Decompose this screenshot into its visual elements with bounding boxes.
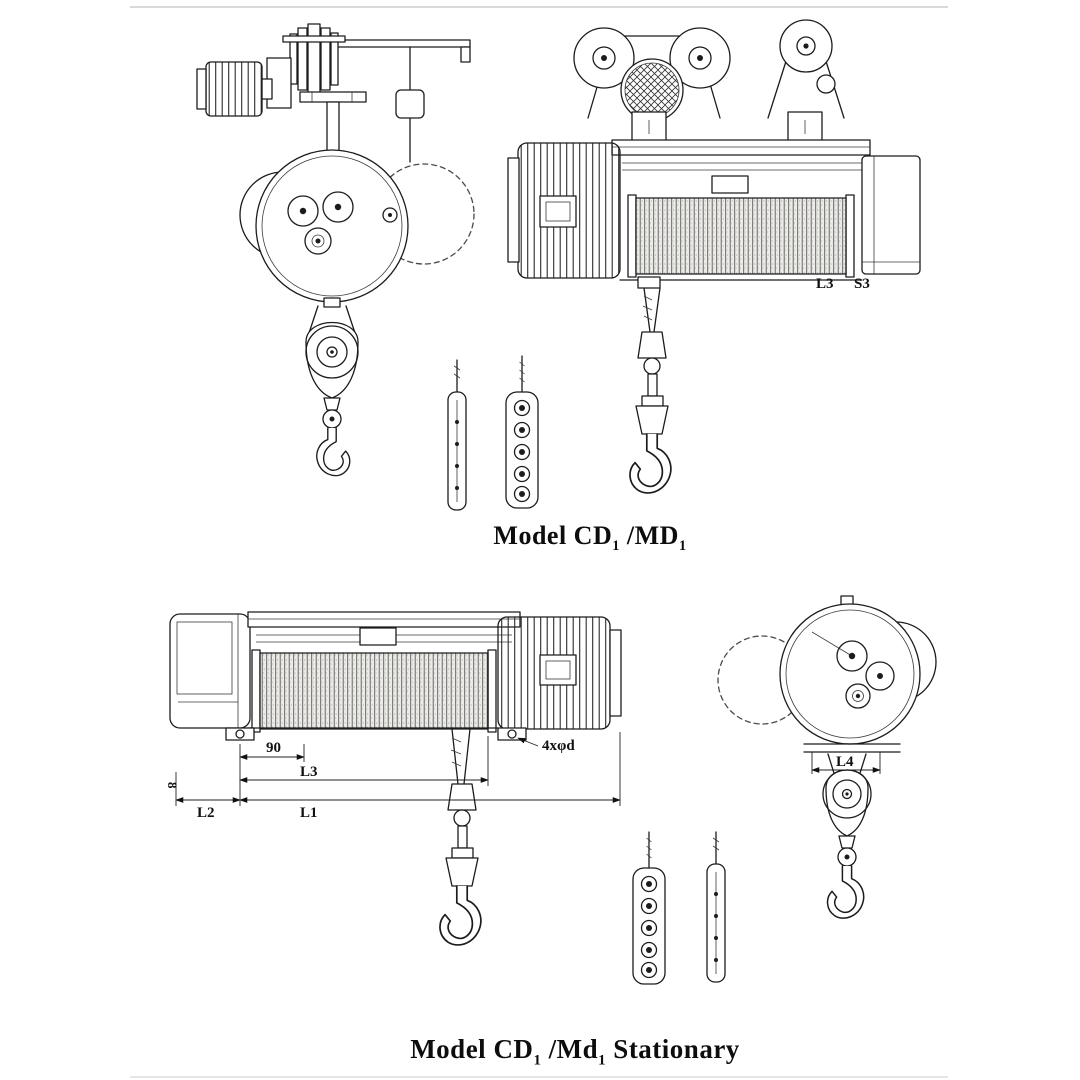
motor-end-cap xyxy=(507,157,520,263)
hoist-trolley-front-view: L3 S3 xyxy=(507,19,921,494)
rope-guide-handle xyxy=(711,175,749,194)
dim-label-l3: L3 xyxy=(816,276,834,292)
hook-block-side-view xyxy=(822,753,872,919)
rope-and-hook-stationary xyxy=(439,728,482,946)
pendant-controller-side xyxy=(706,831,726,983)
bottom-border-rule xyxy=(130,1076,948,1078)
top-border-rule xyxy=(130,6,948,8)
wire-rope xyxy=(451,728,471,785)
mounting-foot xyxy=(497,727,527,741)
dim-label-l3: L3 xyxy=(300,764,318,780)
load-hook xyxy=(629,433,672,494)
caption-model-cd1-md1: Model CD1 /MD1 xyxy=(493,521,687,555)
pendant-controller-buttons xyxy=(505,355,539,509)
pendant-controls-top xyxy=(447,355,539,511)
suspension-bar xyxy=(326,101,340,155)
dim-label-s3: S3 xyxy=(854,276,870,292)
gearbox-housing xyxy=(861,155,921,275)
pendant-controller-side xyxy=(447,359,467,511)
motor-end-cap xyxy=(196,68,207,110)
load-hook xyxy=(316,427,351,477)
hoist-stationary-front-view: 90 4xφd L3 L2 L1 8 xyxy=(165,611,622,946)
dim-label-bolt-holes: 4xφd xyxy=(542,738,575,754)
mounting-foot xyxy=(225,727,255,741)
hoist-stationary-side-view: L4 xyxy=(717,595,937,919)
rope-and-hook-front-view xyxy=(629,276,672,494)
caption-text: Model CD xyxy=(410,1034,534,1064)
dim-label-l2: L2 xyxy=(197,805,215,821)
load-hook xyxy=(439,885,482,946)
hoist-top-beam xyxy=(247,611,521,628)
wire-rope xyxy=(643,287,661,333)
trolley-beam-arm xyxy=(331,39,471,48)
trolley-left-wheel-assembly xyxy=(573,27,731,122)
rope-guide-handle xyxy=(359,627,397,646)
dim-label-90: 90 xyxy=(266,740,281,756)
rope-drum xyxy=(635,197,847,275)
trolley-right-wheel-assembly xyxy=(767,19,845,119)
motor-end-cap xyxy=(609,629,622,717)
gear-case-side-view xyxy=(239,149,409,308)
hoist-trolley-side-view xyxy=(196,23,475,477)
hook-block-side-view xyxy=(305,305,359,477)
caption-model-cd1-md1-stationary: Model CD1 /Md1 Stationary xyxy=(410,1034,740,1069)
dim-label-l1: L1 xyxy=(300,805,318,821)
dim-label-8: 8 xyxy=(165,782,180,789)
trolley-wheel-discs xyxy=(282,23,346,95)
rope-drum xyxy=(259,652,489,730)
fan-guard xyxy=(625,63,679,117)
pendant-controls-bottom xyxy=(632,831,726,985)
hoist-top-beam xyxy=(611,139,871,156)
beam-end-bracket xyxy=(460,46,471,63)
travel-motor xyxy=(205,61,263,117)
dimension-lines: 90 4xφd L3 L2 L1 8 xyxy=(165,732,621,821)
dim-label-l4: L4 xyxy=(836,754,854,770)
suspension-crossbar xyxy=(299,91,367,103)
pendant-controller-buttons xyxy=(632,831,666,985)
load-hook xyxy=(826,865,865,919)
limit-switch-box xyxy=(395,89,425,119)
gear-case-side-view xyxy=(779,603,937,745)
caption-text: Model CD xyxy=(493,521,613,550)
